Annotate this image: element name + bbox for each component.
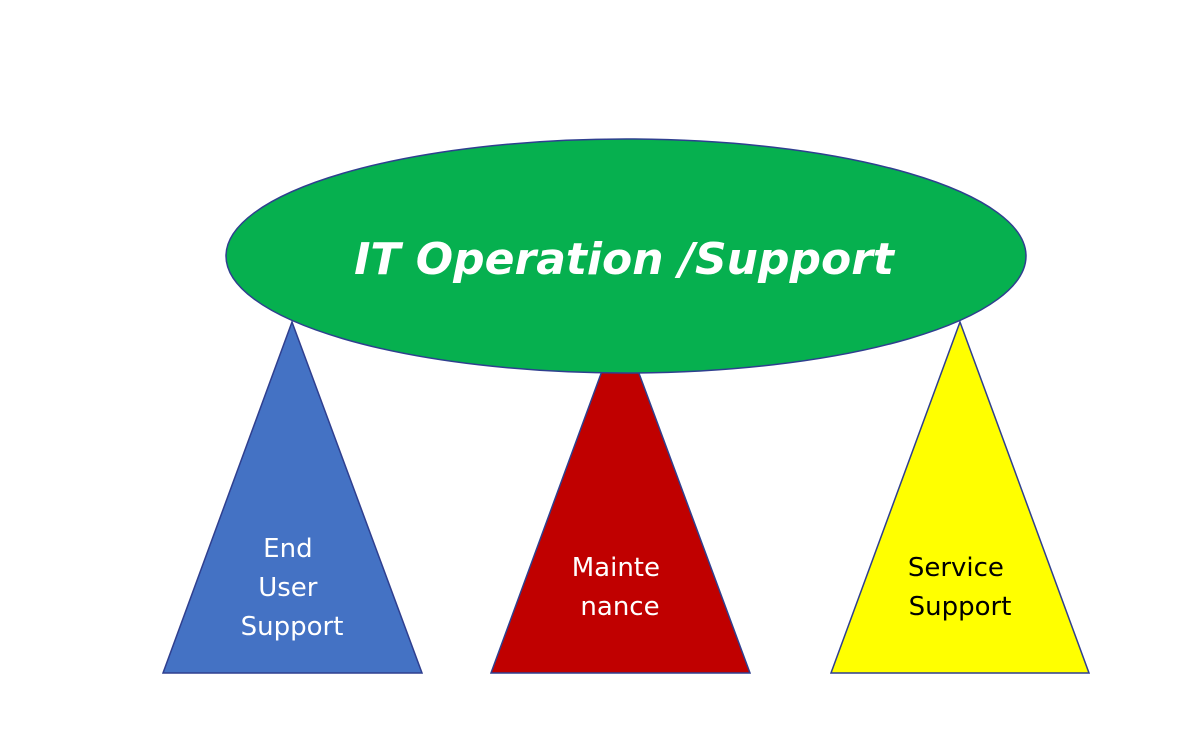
pillar-end-user-support-line-1: End xyxy=(263,534,312,564)
pillar-maintenance-line-1: Mainte xyxy=(572,553,660,583)
pillar-end-user-support-label: End User Support xyxy=(241,534,344,642)
title-ellipse xyxy=(225,138,1027,374)
title-ellipse-group: IT Operation /Support xyxy=(225,138,1027,374)
pillar-end-user-support: End User Support xyxy=(161,319,424,674)
pillar-maintenance-line-2: nance xyxy=(580,592,659,622)
pillar-maintenance-label: Mainte nance xyxy=(572,553,669,622)
diagram-title: IT Operation /Support xyxy=(354,234,896,285)
pillar-service-support: Service Support xyxy=(829,319,1091,674)
pillar-end-user-support-line-2: User xyxy=(258,573,318,603)
pillar-service-support-label: Service Support xyxy=(908,553,1012,622)
pillar-end-user-support-triangle xyxy=(161,319,424,674)
pillar-end-user-support-line-3: Support xyxy=(241,612,344,642)
pillar-maintenance: Mainte nance xyxy=(489,319,752,674)
pillar-service-support-triangle xyxy=(829,319,1091,674)
pillar-service-support-line-1: Service xyxy=(908,553,1004,583)
pillar-service-support-line-2: Support xyxy=(909,592,1012,622)
pillar-maintenance-triangle xyxy=(489,319,752,674)
